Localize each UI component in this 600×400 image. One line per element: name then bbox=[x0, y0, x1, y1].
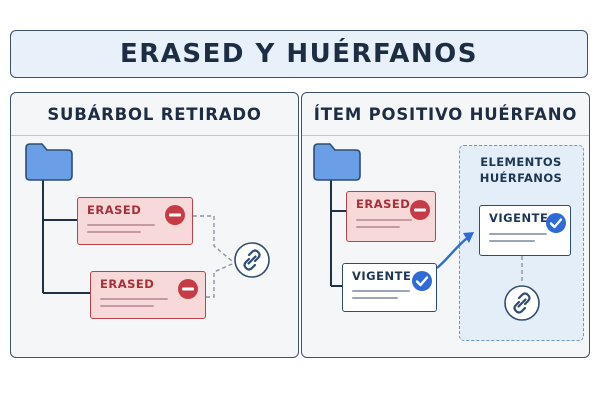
orphan-vigente-card: VIGENTE bbox=[479, 205, 571, 256]
text-line-placeholder bbox=[352, 290, 410, 292]
dashed-link-line bbox=[206, 263, 233, 298]
folder-icon bbox=[313, 143, 361, 181]
folder-icon bbox=[25, 143, 73, 181]
panel-header-text: ÍTEM POSITIVO HUÉRFANO bbox=[313, 104, 578, 124]
text-line-placeholder bbox=[489, 233, 547, 235]
page-title: ERASED Y HUÉRFANOS bbox=[119, 39, 479, 69]
title-banner: ERASED Y HUÉRFANOS bbox=[10, 30, 588, 78]
text-line-placeholder bbox=[87, 224, 155, 226]
text-line-placeholder bbox=[352, 297, 398, 299]
check-circle-icon bbox=[412, 271, 432, 291]
text-line-placeholder bbox=[356, 219, 412, 221]
orphan-zone-label: ELEMENTOS HUÉRFANOS bbox=[458, 154, 584, 186]
card-label: ERASED bbox=[87, 203, 142, 217]
text-line-placeholder bbox=[489, 240, 535, 242]
erased-card: ERASED bbox=[346, 191, 436, 242]
card-label: VIGENTE bbox=[489, 211, 549, 225]
panel-header: SUBÁRBOL RETIRADO bbox=[11, 93, 298, 136]
minus-circle-icon bbox=[178, 279, 198, 299]
chain-link-icon bbox=[504, 285, 540, 321]
panel-header-text: SUBÁRBOL RETIRADO bbox=[47, 104, 262, 124]
arrow-icon bbox=[436, 235, 471, 269]
minus-circle-icon bbox=[410, 200, 430, 220]
arrow-head bbox=[463, 232, 474, 243]
text-line-placeholder bbox=[100, 305, 154, 307]
text-line-placeholder bbox=[100, 298, 168, 300]
erased-card: ERASED bbox=[90, 271, 206, 319]
card-label: VIGENTE bbox=[352, 269, 412, 283]
card-label: ERASED bbox=[100, 277, 155, 291]
text-line-placeholder bbox=[356, 226, 400, 228]
dashed-link-line bbox=[193, 215, 233, 262]
panel-header: ÍTEM POSITIVO HUÉRFANO bbox=[302, 93, 589, 136]
vigente-card: VIGENTE bbox=[342, 263, 437, 312]
text-line-placeholder bbox=[87, 231, 141, 233]
minus-circle-icon bbox=[165, 205, 185, 225]
chain-link-icon bbox=[234, 242, 270, 278]
orphan-zone-label-line2: HUÉRFANOS bbox=[479, 171, 563, 185]
erased-card: ERASED bbox=[77, 197, 193, 245]
check-circle-icon bbox=[546, 213, 566, 233]
orphan-zone-label-line1: ELEMENTOS bbox=[480, 155, 562, 169]
card-label: ERASED bbox=[356, 197, 411, 211]
